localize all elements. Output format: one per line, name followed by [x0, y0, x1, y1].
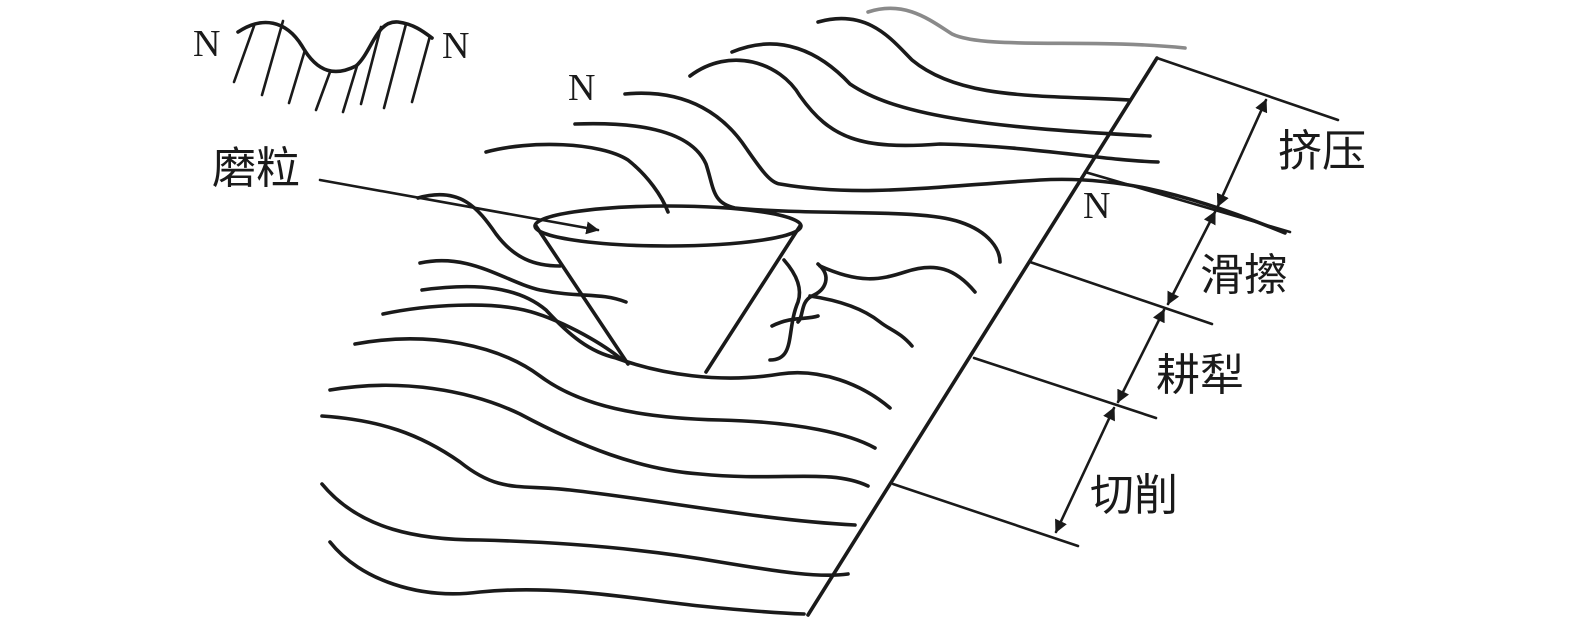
cutting-zone-label: 切削 — [1090, 471, 1178, 520]
boundary-line-top — [1155, 56, 1340, 122]
contour-line — [484, 142, 670, 214]
boundary-line-bottom — [891, 482, 1080, 548]
contour-line — [768, 258, 802, 362]
contour-line — [328, 540, 806, 616]
zone-dimension-arrows — [1054, 98, 1268, 534]
grain-right-edge — [704, 224, 802, 374]
contour-line — [808, 294, 914, 348]
inset-hatch-line — [341, 64, 359, 114]
plowing-range-arrow — [1116, 308, 1166, 404]
normal-marker-label: N — [193, 23, 220, 65]
contour-line — [418, 258, 628, 304]
cutting-range-arrow — [1054, 406, 1116, 534]
abrasive-grain-cone — [533, 204, 803, 374]
contour-line — [796, 262, 828, 324]
extrusion-zone-label: 挤压 — [1278, 127, 1366, 176]
grain-leader-arrow — [318, 178, 600, 235]
flow-contours — [320, 6, 1287, 616]
cross-section-inset — [232, 19, 434, 114]
contour-line — [420, 284, 892, 410]
workpiece-edge — [806, 56, 1159, 617]
contour-line — [770, 314, 820, 328]
inset-hatch-line — [260, 19, 285, 97]
contour-line — [818, 264, 977, 294]
contour-line — [816, 16, 1132, 102]
inset-hatch-line — [359, 25, 383, 106]
abrasive-grain-label: 磨粒 — [212, 144, 300, 193]
inset-profile-curve — [236, 20, 434, 74]
contour-line — [328, 383, 870, 488]
normal-marker-label: N — [442, 25, 469, 67]
contour-line — [416, 192, 562, 268]
extrusion-range-arrow — [1216, 98, 1268, 208]
normal-marker-label: N — [568, 67, 595, 109]
inset-hatch-line — [382, 22, 408, 110]
contour-line — [353, 337, 877, 450]
sliding-range-arrow — [1166, 210, 1217, 306]
contour-line — [320, 482, 850, 578]
inset-hatch-line — [287, 48, 307, 105]
inset-hatch-line — [232, 24, 256, 84]
plowing-zone-label: 耕犁 — [1156, 351, 1244, 400]
zone-boundaries — [806, 56, 1340, 617]
contour-line — [866, 6, 1187, 50]
inset-hatch-line — [314, 70, 332, 112]
boundary-line-extrusion-sliding — [1083, 170, 1292, 234]
normal-marker-label: N — [1083, 185, 1110, 227]
contour-line — [688, 58, 1160, 164]
inset-hatch-line — [410, 34, 432, 104]
sliding-zone-label: 滑擦 — [1200, 251, 1288, 300]
contour-line — [623, 91, 1287, 235]
boundary-line-sliding-plowing — [1028, 260, 1214, 326]
contour-line — [320, 414, 857, 527]
contour-line — [381, 303, 622, 360]
contour-line — [730, 42, 1152, 138]
boundary-line-plowing-cutting — [972, 356, 1158, 420]
grain-left-edge — [534, 224, 630, 366]
